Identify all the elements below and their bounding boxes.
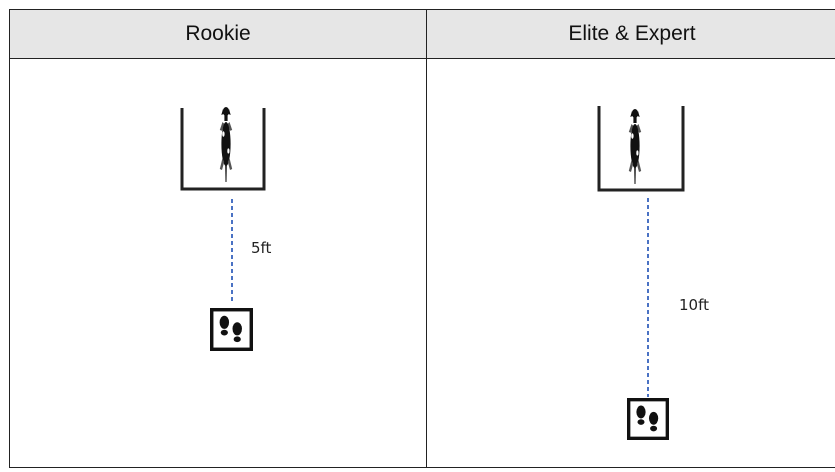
dog-icon-rookie <box>219 107 233 182</box>
elite-expert-diagram <box>597 106 685 440</box>
table-header-row <box>10 10 835 59</box>
header-elite-expert: Elite & Expert <box>568 22 696 45</box>
column-divider <box>426 10 427 467</box>
rookie-diagram <box>180 107 266 351</box>
distance-label-rookie: 5ft <box>251 239 272 257</box>
header-rookie: Rookie <box>185 22 251 45</box>
start-box-elite <box>597 106 685 192</box>
footprints-icon-elite <box>626 398 670 440</box>
dog-icon-elite <box>628 109 642 184</box>
start-box-rookie <box>180 108 266 191</box>
footprints-icon-rookie <box>209 308 254 351</box>
distance-label-elite: 10ft <box>679 296 709 314</box>
drill-table: Rookie Elite & Expert <box>9 9 835 468</box>
